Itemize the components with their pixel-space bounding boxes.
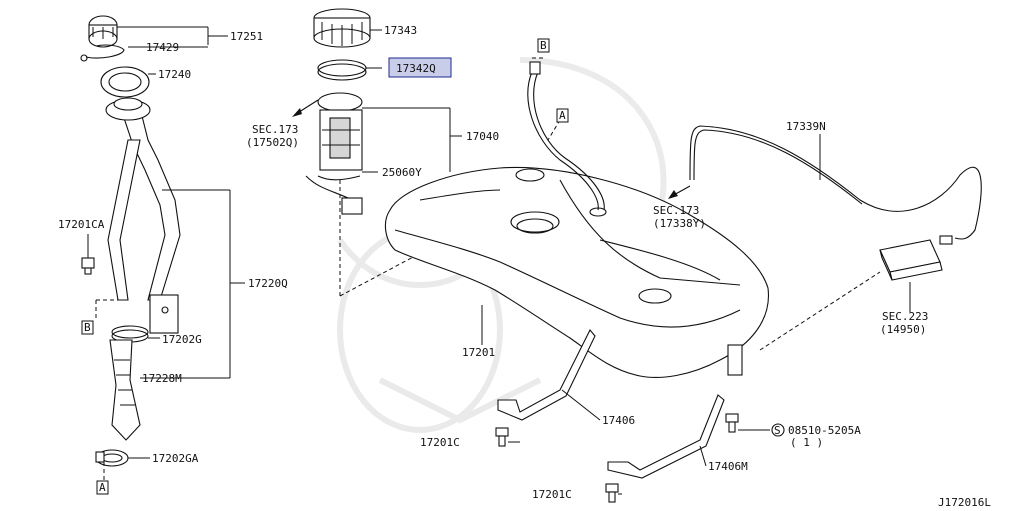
bolt-17201c-upper[interactable]	[495, 427, 509, 447]
label-17240[interactable]: 17240	[158, 68, 191, 81]
label-17342q[interactable]: 17342Q	[396, 62, 436, 75]
label-17201[interactable]: 17201	[462, 346, 495, 359]
right-leaders	[508, 57, 911, 495]
label-17429[interactable]: 17429	[146, 41, 179, 54]
arrow-sec173-b	[668, 185, 691, 199]
label-sec173-b-sub: (17338Y)	[653, 217, 706, 230]
label-25060y[interactable]: 25060Y	[382, 166, 422, 179]
ref-box-b-left: B	[81, 320, 94, 335]
label-17406[interactable]: 17406	[602, 414, 635, 427]
pump-gasket[interactable]	[317, 59, 367, 81]
label-08510: 08510-5205A	[788, 424, 861, 437]
ref-box-a-left: A	[96, 480, 109, 495]
label-17201c-lower[interactable]: 17201C	[532, 488, 572, 501]
fuel-tank[interactable]	[384, 166, 769, 378]
evap-line-17339n[interactable]	[689, 125, 982, 240]
label-17201c-upper[interactable]: 17201C	[420, 436, 460, 449]
arrow-sec173-a	[292, 99, 319, 117]
label-17342q-highlight	[388, 57, 452, 78]
evap-canister[interactable]	[879, 235, 953, 281]
label-08510-s: S	[774, 424, 781, 437]
fuel-pump-module[interactable]	[317, 92, 363, 215]
bolt-17201c-lower[interactable]	[605, 483, 619, 503]
hose-clamp-lower[interactable]	[95, 449, 129, 467]
svg-text:B: B	[84, 321, 91, 334]
filler-ring[interactable]	[100, 66, 150, 98]
lock-ring[interactable]	[313, 8, 371, 48]
svg-text:B: B	[540, 39, 547, 52]
label-17343[interactable]: 17343	[384, 24, 417, 37]
label-sec223[interactable]: SEC.223	[882, 310, 928, 323]
tank-bracket-rear[interactable]	[727, 344, 743, 376]
bolt-08510[interactable]	[725, 413, 739, 433]
pump-harness[interactable]	[305, 175, 349, 199]
label-08510-group[interactable]: S 08510-5205A ( 1 )	[771, 423, 861, 449]
label-17202g[interactable]: 17202G	[162, 333, 202, 346]
tank-strap-rear[interactable]	[607, 394, 725, 479]
label-17040[interactable]: 17040	[466, 130, 499, 143]
label-sec223-sub: (14950)	[880, 323, 926, 336]
label-17228m[interactable]: 17228M	[142, 372, 182, 385]
svg-text:A: A	[559, 109, 566, 122]
label-17201ca[interactable]: 17201CA	[58, 218, 105, 231]
tank-strap-front[interactable]	[497, 329, 596, 421]
vapor-tube[interactable]	[527, 61, 741, 286]
svg-text:A: A	[99, 481, 106, 494]
label-sec173-b[interactable]: SEC.173	[653, 204, 699, 217]
diagram-id: J172016L	[938, 496, 991, 509]
label-17251[interactable]: 17251	[230, 30, 263, 43]
label-17406m[interactable]: 17406M	[708, 460, 748, 473]
label-sec173-a-sub: (17502Q)	[246, 136, 299, 149]
bolt-17201ca[interactable]	[81, 257, 95, 275]
label-17220q[interactable]: 17220Q	[248, 277, 288, 290]
filler-hose[interactable]	[109, 339, 141, 441]
filler-tube[interactable]	[105, 97, 181, 334]
left-leaders	[87, 26, 245, 480]
label-08510-qty: ( 1 )	[790, 436, 823, 449]
filler-cap[interactable]	[88, 15, 118, 48]
label-sec173-a[interactable]: SEC.173	[252, 123, 298, 136]
label-17202ga[interactable]: 17202GA	[152, 452, 199, 465]
ref-box-a-top: A	[556, 108, 569, 123]
ref-box-b-top: B	[537, 38, 550, 53]
cap-tether[interactable]	[80, 44, 125, 62]
label-17339n[interactable]: 17339N	[786, 120, 826, 133]
